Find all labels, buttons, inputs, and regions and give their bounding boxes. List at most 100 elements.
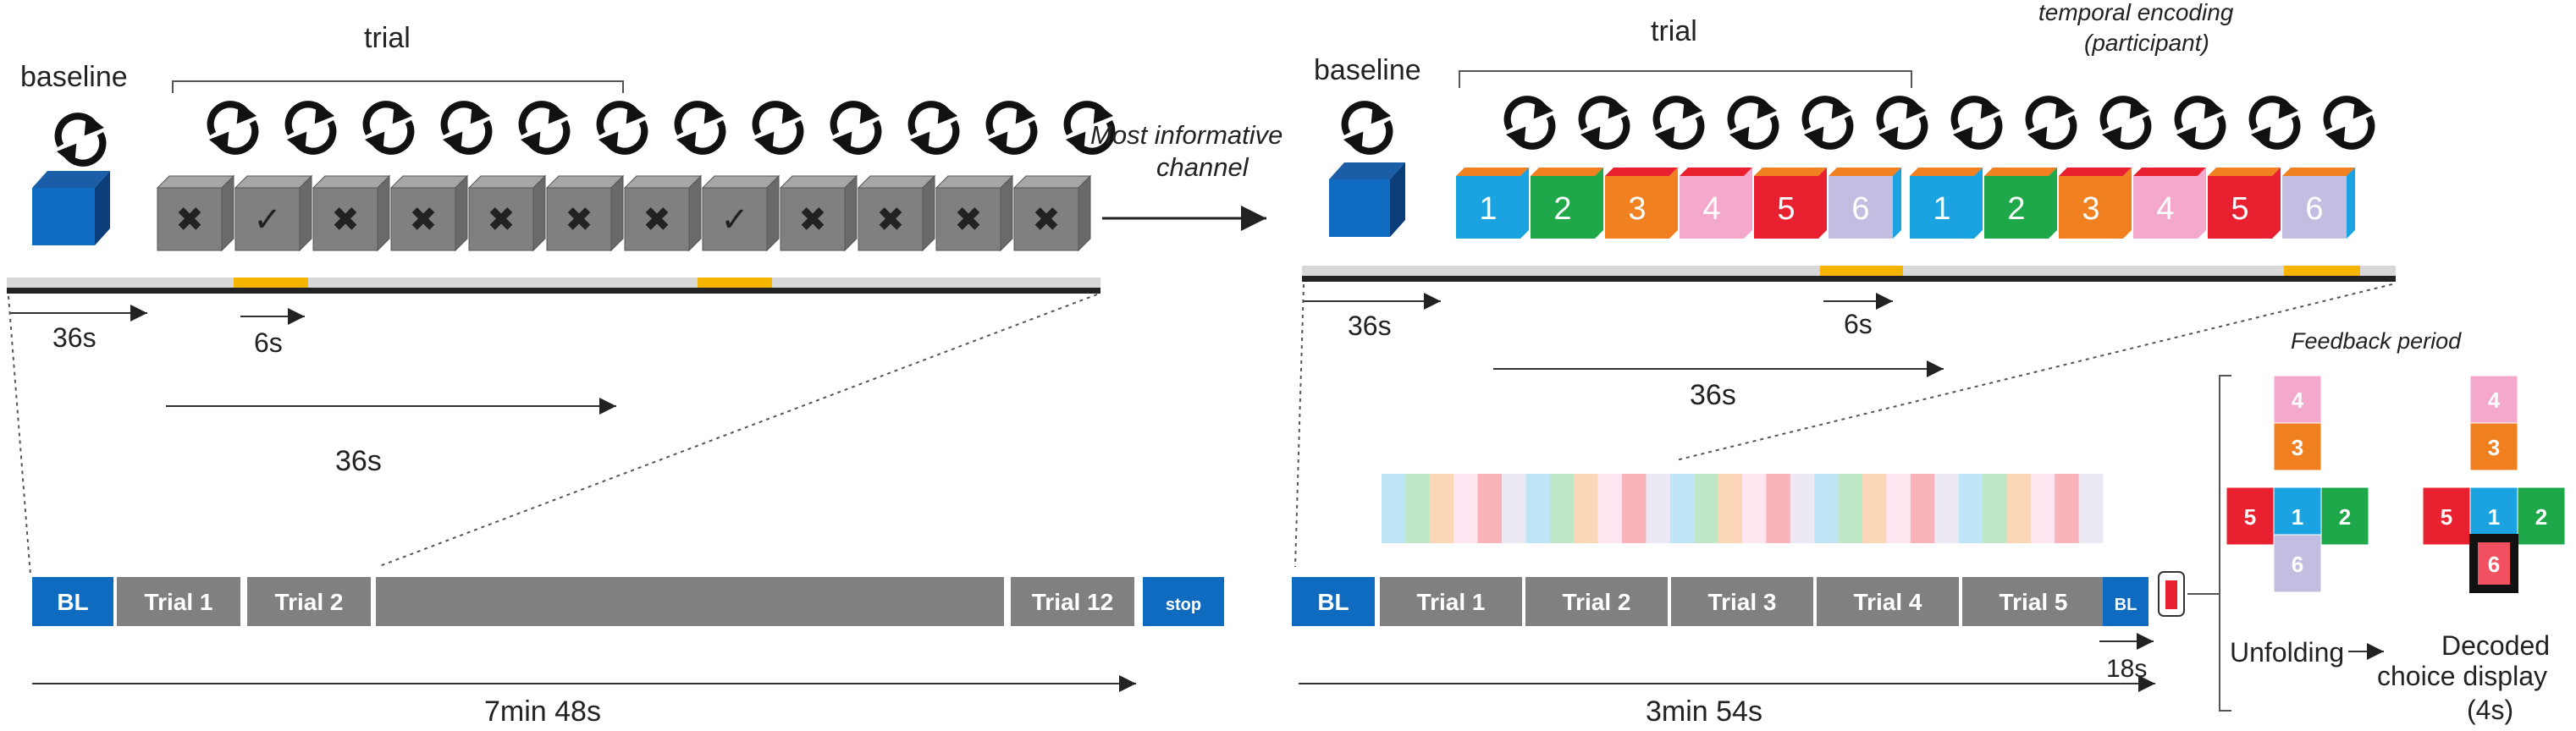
decoded-label-1: Decoded [2441, 630, 2550, 661]
color-strip-cell [1934, 474, 1960, 543]
right-bl-duration: 18s [2106, 655, 2147, 683]
left-timeline-segment [247, 577, 371, 626]
cube-number: 2 [2007, 191, 2025, 227]
rotate-arrows-icon [2027, 97, 2075, 149]
net-face [2273, 534, 2322, 593]
color-strip-cell [1453, 474, 1479, 543]
right-zoom-line-1 [1294, 283, 1305, 568]
encoding-label-2: (participant) [2084, 30, 2209, 56]
left-timeline-label: Trial 2 [275, 589, 344, 615]
decoded-label-2: choice display [2377, 661, 2547, 691]
color-strip-cell [1790, 474, 1815, 543]
net-face [2517, 486, 2566, 546]
color-strip-cell [1549, 474, 1575, 543]
net-face-number: 3 [2488, 435, 2500, 460]
color-strip-cell [1910, 474, 1935, 543]
right-baseline-label: baseline [1314, 54, 1421, 86]
net-face [2273, 422, 2322, 471]
numbered-cube: 5 [1754, 168, 1827, 239]
right-timeline-segment [1671, 577, 1813, 626]
right-total-duration: 3min 54s [1646, 695, 1762, 728]
cross-icon: ✖ [876, 201, 905, 239]
trial-cube: ✖ [623, 174, 703, 252]
color-strip-cell [2030, 474, 2055, 543]
cube-number: 3 [2082, 191, 2099, 227]
left-baseline-label: baseline [20, 61, 128, 93]
right-trial-bracket [1459, 70, 1912, 88]
color-strip-cell [1405, 474, 1431, 543]
rotate-arrows-icon [2251, 97, 2298, 149]
net-face-number: 6 [2292, 552, 2303, 577]
right-timeline-label: Trial 3 [1708, 589, 1777, 615]
color-strip-cell [1597, 474, 1623, 543]
trial-cube: ✖ [312, 174, 391, 252]
right-timeline-segment [1380, 577, 1522, 626]
rotate-arrows-icon [2102, 97, 2149, 149]
left-timeline-label: stop [1166, 596, 1201, 614]
numbered-cube: 5 [2208, 168, 2281, 239]
right-timeline-label: Trial 1 [1417, 589, 1486, 615]
color-strip-cell [1694, 474, 1719, 543]
rotate-arrows-icon [1506, 97, 1553, 149]
trial-cube: ✖ [1012, 174, 1092, 252]
color-strip-cell [1525, 474, 1551, 543]
cross-icon: ✖ [409, 201, 438, 239]
rotate-arrows-icon [287, 102, 334, 154]
numbered-cube: 6 [2282, 168, 2355, 239]
rotate-arrows-icon [754, 102, 802, 154]
net-face-number: 6 [2488, 552, 2500, 577]
left-stim-bar-2 [698, 278, 772, 288]
net-face-number: 3 [2292, 435, 2303, 460]
rotate-arrows-icon [1580, 97, 1628, 149]
cube-number: 4 [2156, 191, 2174, 227]
net-face-number: 2 [2535, 504, 2547, 530]
right-baseline-duration: 36s [1348, 311, 1392, 341]
color-strip-cell [1622, 474, 1647, 543]
cube-number: 2 [1553, 191, 1571, 227]
right-stim-bar-2 [2284, 266, 2360, 276]
net-face-number: 4 [2488, 387, 2501, 413]
right-timeline-label: Trial 4 [1854, 589, 1922, 615]
left-timeline-segment [117, 577, 240, 626]
color-strip-cell [1574, 474, 1599, 543]
numbered-cube: 2 [1531, 168, 1603, 239]
numbered-cube: 3 [2059, 168, 2132, 239]
left-stim-duration: 6s [254, 327, 283, 358]
numbered-cube: 1 [1910, 168, 1983, 239]
rotate-arrows-icon [443, 102, 490, 154]
right-zoom-line-2 [1675, 283, 2393, 461]
color-strip-cell [1429, 474, 1454, 543]
trial-cube: ✖ [779, 174, 858, 252]
trial-cube: ✓ [234, 174, 313, 252]
decoded-choice-highlight [2469, 534, 2518, 593]
cube-number: 1 [1933, 191, 1950, 227]
color-strip-cell [1669, 474, 1695, 543]
rotate-arrows-icon [598, 102, 646, 154]
color-strip-cell [1646, 474, 1671, 543]
cross-icon: ✖ [643, 201, 671, 239]
rotate-arrows-icon [365, 102, 412, 154]
trial-cube: ✖ [389, 174, 469, 252]
left-timeline-label: Trial 1 [145, 589, 213, 615]
color-strip-cell [1477, 474, 1503, 543]
color-strip-cell [1382, 474, 1406, 543]
net-face [2273, 375, 2322, 424]
cross-icon: ✖ [175, 201, 204, 239]
left-stim-bar-1 [234, 278, 308, 288]
left-timeline-label: BL [57, 589, 88, 615]
trial-cube: ✖ [935, 174, 1014, 252]
rotate-arrows-icon [832, 102, 880, 154]
right-trial-label: trial [1651, 15, 1697, 47]
cube-number: 4 [1702, 191, 1720, 227]
right-timeline-segment [1292, 577, 1375, 626]
cube-number: 1 [1479, 191, 1497, 227]
numbered-cube: 1 [1456, 168, 1529, 239]
cube-number: 5 [1777, 191, 1795, 227]
left-total-duration: 7min 48s [484, 695, 601, 728]
rotate-arrows-icon [57, 114, 104, 166]
left-timeline-segment [1011, 577, 1134, 626]
rotate-arrows-icon [1953, 97, 2000, 149]
net-face-number: 2 [2339, 504, 2351, 530]
cross-icon: ✖ [565, 201, 593, 239]
